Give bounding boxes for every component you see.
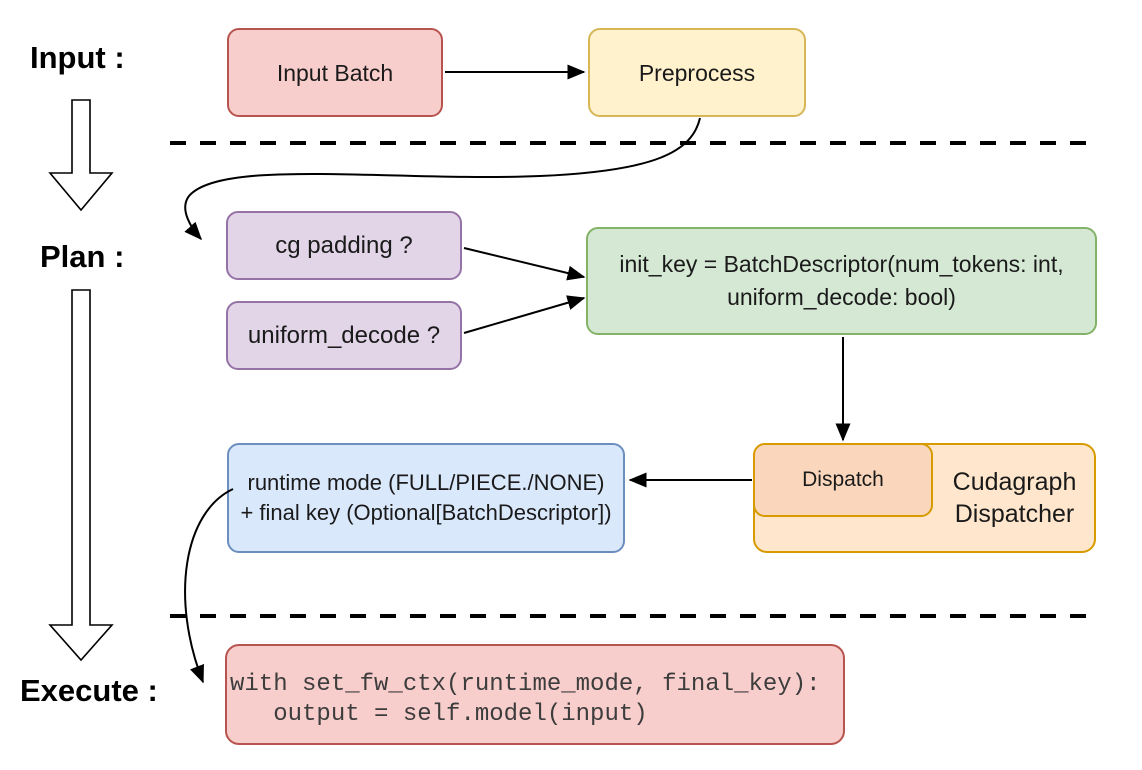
init-key-line2: uniform_decode: bool) xyxy=(727,284,956,310)
stage-flow-arrow-input-plan-icon xyxy=(48,99,114,212)
init-key-node: init_key = BatchDescriptor(num_tokens: i… xyxy=(586,227,1097,335)
uniform-decode-label: uniform_decode ? xyxy=(247,321,441,349)
dispatch-node: Dispatch xyxy=(753,443,933,517)
dispatch-label: Dispatch xyxy=(802,468,884,491)
stage-flow-arrow-plan-execute-icon xyxy=(48,289,114,662)
input-batch-node: Input Batch xyxy=(227,28,443,117)
runtime-mode-line1: runtime mode (FULL/PIECE./NONE) xyxy=(247,470,605,495)
cudagraph-dispatcher-line2: Dispatcher xyxy=(954,500,1075,528)
runtime-mode-line2: + final key (Optional[BatchDescriptor]) xyxy=(240,500,612,525)
stage-label-plan: Plan : xyxy=(40,239,125,274)
execute-code-node: with set_fw_ctx(runtime_mode, final_key)… xyxy=(225,644,845,745)
execute-code-line2: output = self.model(input) xyxy=(230,701,648,728)
arrow-uniformdecode-to-initkey xyxy=(463,295,586,334)
runtime-mode-node: runtime mode (FULL/PIECE./NONE) + final … xyxy=(227,443,625,553)
preprocess-node: Preprocess xyxy=(588,28,806,117)
stage-label-execute: Execute : xyxy=(20,673,158,708)
cudagraph-dispatcher-line1: Cudagraph xyxy=(952,468,1077,496)
cg-padding-label: cg padding ? xyxy=(275,231,413,259)
execute-code-line1: with set_fw_ctx(runtime_mode, final_key)… xyxy=(230,671,821,698)
stage-label-input: Input : xyxy=(30,40,125,75)
cudagraph-dispatcher-label: Cudagraph Dispatcher xyxy=(933,443,1096,553)
preprocess-label: Preprocess xyxy=(638,59,756,86)
cg-padding-node: cg padding ? xyxy=(226,211,462,280)
init-key-line1: init_key = BatchDescriptor(num_tokens: i… xyxy=(619,251,1064,277)
uniform-decode-node: uniform_decode ? xyxy=(226,301,462,370)
arrow-cgpadding-to-initkey xyxy=(463,247,586,281)
input-batch-label: Input Batch xyxy=(276,59,394,86)
